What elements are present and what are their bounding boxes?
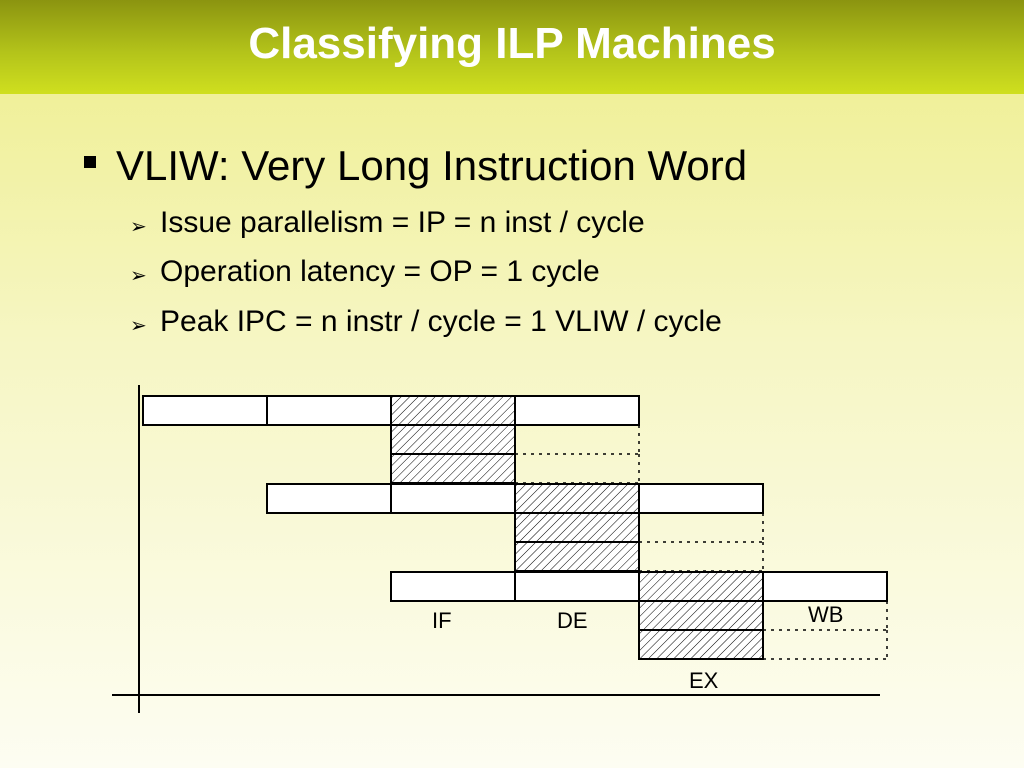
if-stage-cell xyxy=(266,483,392,514)
ex-stage-cell xyxy=(514,483,640,514)
ex-stage-cell xyxy=(390,395,516,426)
arrowhead-bullet-icon: ➢ xyxy=(130,216,147,238)
arrowhead-bullet-icon: ➢ xyxy=(130,315,147,337)
ex-stage-cell xyxy=(638,600,764,631)
de-stage-cell xyxy=(390,483,516,514)
de-stage-cell xyxy=(514,571,640,602)
ex-stage-cell xyxy=(514,541,640,572)
arrowhead-bullet-icon: ➢ xyxy=(130,265,147,287)
de-stage-cell xyxy=(266,395,392,426)
ex-stage-cell xyxy=(390,424,516,455)
stage-label-de: DE xyxy=(557,608,588,633)
main-bullet-text: VLIW: Very Long Instruction Word xyxy=(116,142,748,189)
wb-stage-cell xyxy=(762,571,888,602)
square-bullet-icon xyxy=(84,156,96,168)
title-bar: Classifying ILP Machines xyxy=(0,0,1024,94)
sub-bullet-text-1: Issue parallelism = IP = n inst / cycle xyxy=(160,206,645,239)
pipeline-groups xyxy=(142,395,888,660)
wb-stage-cell xyxy=(514,395,640,426)
ex-stage-cell xyxy=(638,629,764,660)
stage-label-ex: EX xyxy=(689,668,719,693)
ex-stage-cell xyxy=(638,571,764,602)
sub-bullet-text-2: Operation latency = OP = 1 cycle xyxy=(160,255,600,288)
stage-label-wb: WB xyxy=(808,602,843,627)
ex-stage-cell xyxy=(514,512,640,543)
ex-stage-cell xyxy=(390,453,516,484)
stage-label-if: IF xyxy=(432,608,452,633)
sub-bullet-text-3: Peak IPC = n instr / cycle = 1 VLIW / cy… xyxy=(160,305,722,338)
if-stage-cell xyxy=(390,571,516,602)
slide-title: Classifying ILP Machines xyxy=(248,19,776,68)
wb-stage-cell xyxy=(638,483,764,514)
if-stage-cell xyxy=(142,395,268,426)
